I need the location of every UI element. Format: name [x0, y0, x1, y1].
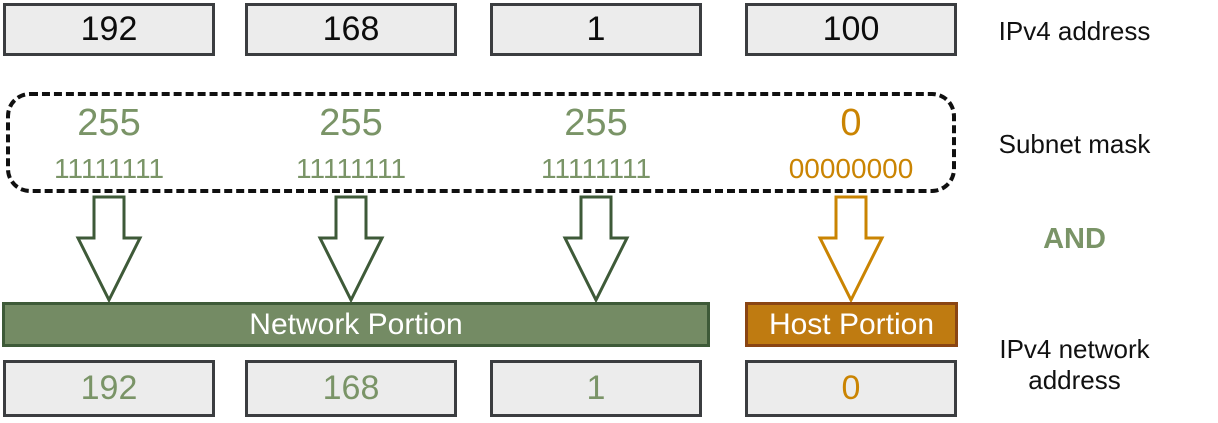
ipv4-address-label: IPv4 address [998, 16, 1151, 46]
network-address-octet-1: 192 [3, 360, 215, 417]
subnet-mask-label: Subnet mask [998, 129, 1151, 159]
subnet-octet-2-binary: 11111111 [295, 153, 407, 184]
subnet-octet-4: 0 00000000 [745, 98, 957, 184]
down-arrow-icon [562, 195, 630, 303]
ipv4-octet-1: 192 [3, 3, 215, 56]
down-arrow-icon [817, 195, 885, 303]
down-arrow-icon [317, 195, 385, 303]
subnet-octet-3-decimal: 255 [564, 102, 628, 144]
subnet-octet-3: 255 11111111 [490, 98, 702, 184]
subnet-octet-3-binary: 11111111 [540, 153, 652, 184]
network-address-octet-2: 168 [245, 360, 457, 417]
subnet-octet-4-decimal: 0 [840, 102, 862, 144]
subnet-octet-1-binary: 11111111 [53, 153, 165, 184]
ipv4-network-address-label: IPv4 network address [999, 334, 1150, 395]
ipv4-octet-4: 100 [745, 3, 957, 56]
down-arrow-icon [75, 195, 143, 303]
subnet-octet-2-decimal: 255 [319, 102, 383, 144]
subnet-octet-4-binary: 00000000 [788, 153, 914, 184]
host-portion-bar: Host Portion [745, 302, 958, 347]
subnet-octet-1-decimal: 255 [77, 102, 141, 144]
and-operation-label: AND [1043, 223, 1106, 255]
network-address-octet-4: 0 [745, 360, 957, 417]
ipv4-octet-2: 168 [245, 3, 457, 56]
subnet-mask-group [6, 92, 956, 193]
subnet-octet-2: 255 11111111 [245, 98, 457, 184]
network-portion-bar: Network Portion [2, 302, 710, 347]
ipv4-octet-3: 1 [490, 3, 702, 56]
subnet-octet-1: 255 11111111 [3, 98, 215, 184]
network-address-octet-3: 1 [490, 360, 702, 417]
